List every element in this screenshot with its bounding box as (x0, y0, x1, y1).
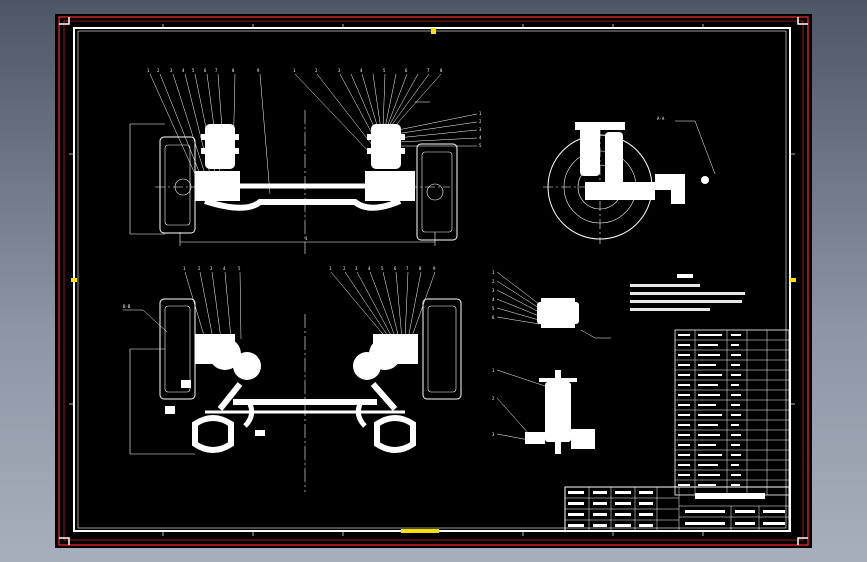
svg-text:1: 1 (479, 111, 482, 116)
svg-text:4: 4 (368, 266, 371, 271)
centre-mark-top (431, 28, 436, 34)
svg-text:9: 9 (433, 266, 436, 271)
svg-text:1: 1 (492, 368, 495, 373)
svg-text:1: 1 (147, 68, 150, 73)
centre-mark-bottom (401, 529, 439, 533)
svg-text:3: 3 (479, 127, 482, 132)
technical-notes (630, 274, 745, 311)
svg-text:2: 2 (157, 68, 160, 73)
svg-text:7: 7 (406, 266, 409, 271)
svg-text:9: 9 (257, 68, 260, 73)
svg-text:6: 6 (405, 68, 408, 73)
svg-text:4: 4 (182, 68, 185, 73)
svg-text:1: 1 (329, 266, 332, 271)
svg-text:1: 1 (293, 68, 296, 73)
svg-text:4: 4 (223, 266, 226, 271)
svg-text:5: 5 (192, 68, 195, 73)
drawing-sheet: .w{stroke:#fff;fill:none;stroke-width:1}… (55, 14, 812, 548)
svg-text:1: 1 (492, 270, 495, 275)
svg-text:3: 3 (492, 288, 495, 293)
svg-text:1: 1 (305, 236, 308, 241)
svg-text:B-B: B-B (123, 304, 131, 309)
svg-text:3: 3 (355, 266, 358, 271)
detail-view-1: 1 2 3 4 5 6 (492, 270, 611, 339)
svg-text:6: 6 (492, 315, 495, 320)
top-view: 1 2 3 4 5 1 2 3 4 5 6 7 8 9 B-B (123, 266, 462, 492)
svg-text:8: 8 (419, 266, 422, 271)
svg-text:8: 8 (232, 68, 235, 73)
svg-text:2: 2 (343, 266, 346, 271)
svg-text:7: 7 (215, 68, 218, 73)
svg-text:2: 2 (198, 266, 201, 271)
svg-text:A-A: A-A (657, 116, 665, 121)
svg-text:2: 2 (492, 279, 495, 284)
svg-text:4: 4 (479, 135, 482, 140)
svg-text:2: 2 (315, 68, 318, 73)
svg-text:5: 5 (238, 266, 241, 271)
svg-text:3: 3 (492, 432, 495, 437)
drawing-border (58, 16, 809, 546)
svg-text:3: 3 (170, 68, 173, 73)
svg-text:4: 4 (360, 68, 363, 73)
side-view: A-A (543, 116, 716, 244)
svg-text:5: 5 (479, 143, 482, 148)
svg-text:2: 2 (479, 119, 482, 124)
svg-text:3: 3 (338, 68, 341, 73)
svg-text:5: 5 (383, 68, 386, 73)
title-block (564, 486, 790, 532)
parts-list-table (674, 329, 790, 496)
svg-text:6: 6 (394, 266, 397, 271)
front-view: 1 2 3 4 5 6 7 8 9 1 2 3 4 5 6 7 8 1 2 3 4 5 1 (129, 68, 482, 254)
svg-text:5: 5 (492, 306, 495, 311)
svg-text:7: 7 (427, 68, 430, 73)
centre-mark-right (790, 278, 796, 282)
svg-text:6: 6 (204, 68, 207, 73)
svg-text:5: 5 (381, 266, 384, 271)
detail-view-2: 1 2 3 (492, 368, 595, 454)
drawing-svg: .w{stroke:#fff;fill:none;stroke-width:1}… (58, 16, 809, 546)
svg-text:2: 2 (492, 396, 495, 401)
centre-mark-left (71, 278, 77, 282)
svg-text:4: 4 (492, 297, 495, 302)
svg-text:8: 8 (440, 68, 443, 73)
svg-text:1: 1 (183, 266, 186, 271)
svg-text:3: 3 (210, 266, 213, 271)
